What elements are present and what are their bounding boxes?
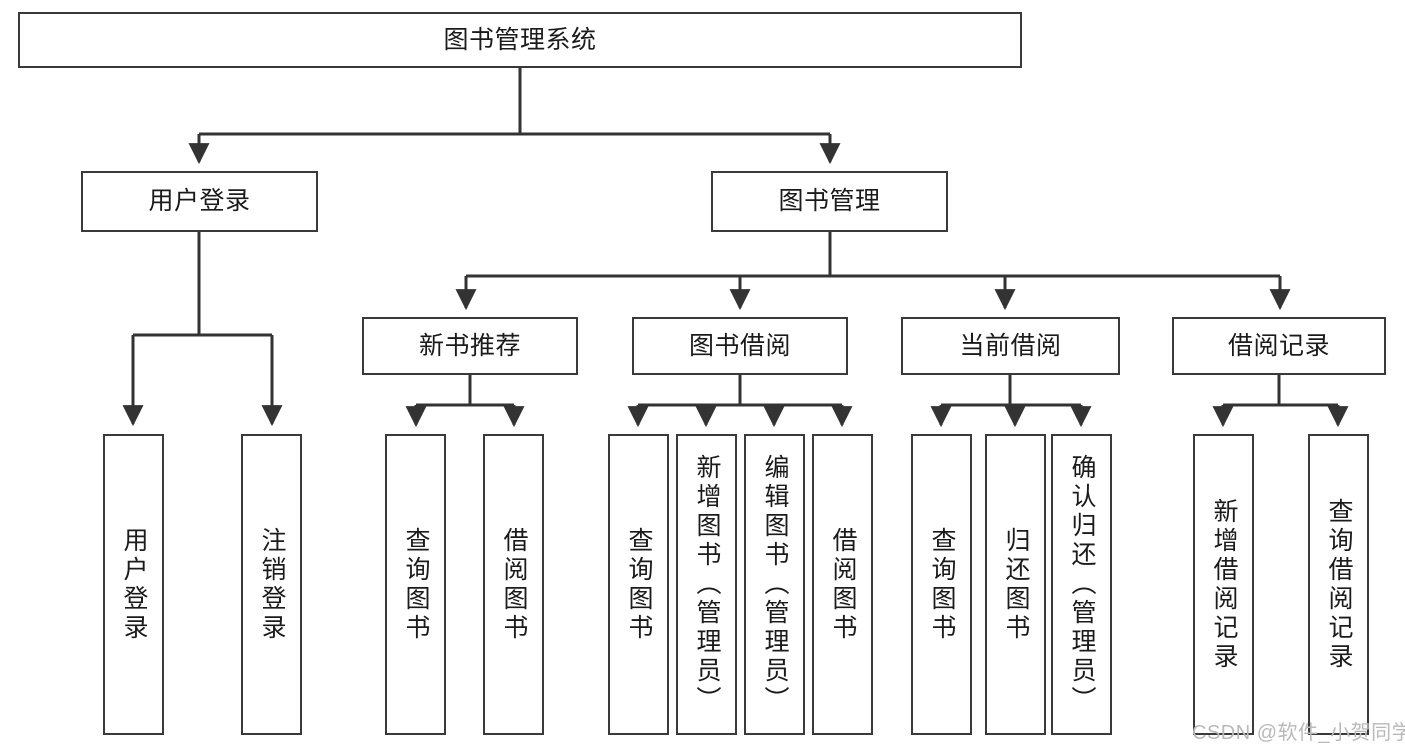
node-leaf-query-record[interactable]: 查询借阅记录 bbox=[1308, 434, 1369, 735]
node-new-book-rec-label: 新书推荐 bbox=[418, 331, 521, 360]
node-leaf-confirm-return[interactable]: 确认归还（管理员） bbox=[1051, 434, 1112, 735]
node-leaf-query-book-cb-label: 查询图书 bbox=[928, 526, 956, 643]
node-leaf-return-book-label: 归还图书 bbox=[1002, 526, 1030, 643]
node-borrow-record[interactable]: 借阅记录 bbox=[1172, 317, 1386, 375]
node-root-label: 图书管理系统 bbox=[443, 25, 597, 54]
node-current-borrow[interactable]: 当前借阅 bbox=[901, 317, 1120, 375]
node-leaf-user-login[interactable]: 用户登录 bbox=[103, 434, 164, 735]
node-leaf-add-book-label: 新增图书（管理员） bbox=[693, 454, 721, 715]
node-book-borrow[interactable]: 图书借阅 bbox=[632, 317, 848, 375]
node-leaf-query-book-bb[interactable]: 查询图书 bbox=[608, 434, 669, 735]
node-leaf-logout-label: 注销登录 bbox=[258, 526, 286, 643]
node-user-login[interactable]: 用户登录 bbox=[81, 171, 318, 232]
node-leaf-confirm-return-label: 确认归还（管理员） bbox=[1068, 454, 1096, 715]
node-leaf-borrow-book-rec[interactable]: 借阅图书 bbox=[483, 434, 544, 735]
node-leaf-add-record-label: 新增借阅记录 bbox=[1210, 497, 1238, 672]
node-book-borrow-label: 图书借阅 bbox=[688, 331, 791, 360]
node-leaf-query-book-rec-label: 查询图书 bbox=[402, 526, 430, 643]
node-book-manage-label: 图书管理 bbox=[778, 187, 881, 216]
csdn-watermark: CSDN @软件_小贺同学 bbox=[1192, 722, 1405, 744]
node-book-manage[interactable]: 图书管理 bbox=[711, 171, 948, 232]
node-leaf-borrow-book-bb-label: 借阅图书 bbox=[829, 526, 857, 643]
node-leaf-add-record[interactable]: 新增借阅记录 bbox=[1193, 434, 1254, 735]
node-leaf-user-login-label: 用户登录 bbox=[120, 526, 148, 643]
node-current-borrow-label: 当前借阅 bbox=[959, 331, 1062, 360]
node-leaf-query-record-label: 查询借阅记录 bbox=[1325, 497, 1353, 672]
node-root[interactable]: 图书管理系统 bbox=[18, 12, 1022, 68]
node-leaf-edit-book-label: 编辑图书（管理员） bbox=[761, 454, 789, 715]
node-leaf-add-book[interactable]: 新增图书（管理员） bbox=[676, 434, 737, 735]
node-leaf-borrow-book-bb[interactable]: 借阅图书 bbox=[812, 434, 873, 735]
node-leaf-query-book-bb-label: 查询图书 bbox=[625, 526, 653, 643]
node-new-book-rec[interactable]: 新书推荐 bbox=[362, 317, 578, 375]
node-leaf-return-book[interactable]: 归还图书 bbox=[985, 434, 1046, 735]
node-borrow-record-label: 借阅记录 bbox=[1227, 331, 1330, 360]
node-leaf-logout[interactable]: 注销登录 bbox=[241, 434, 302, 735]
node-user-login-label: 用户登录 bbox=[148, 187, 251, 216]
node-leaf-query-book-cb[interactable]: 查询图书 bbox=[911, 434, 972, 735]
node-leaf-edit-book[interactable]: 编辑图书（管理员） bbox=[744, 434, 805, 735]
node-leaf-borrow-book-rec-label: 借阅图书 bbox=[500, 526, 528, 643]
node-leaf-query-book-rec[interactable]: 查询图书 bbox=[385, 434, 446, 735]
